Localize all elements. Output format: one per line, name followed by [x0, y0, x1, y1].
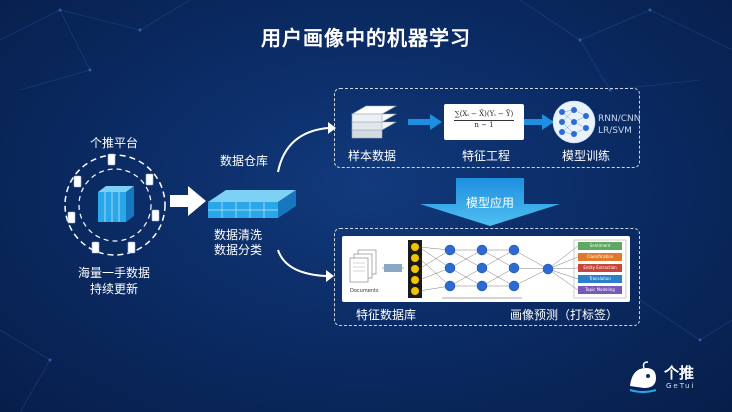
formula-panel: ∑(Xᵢ − X̄)(Yᵢ − Ȳ) n − 1: [444, 104, 524, 140]
prediction-diagram-panel: Documents Sentiment Classification Entit…: [342, 236, 630, 302]
arrow-to-feature-icon: [408, 114, 442, 130]
apply-label: 模型应用: [466, 196, 515, 210]
prediction-network-icon: [349, 239, 627, 299]
getui-logo-icon: [629, 361, 657, 393]
neural-net-icon: [552, 100, 596, 144]
platform-caption-line2: 持续更新: [90, 282, 139, 296]
arrow-to-model-icon: [524, 114, 554, 130]
logo-text: 个推: [664, 364, 695, 382]
algo-line2: LR/SVM: [598, 126, 632, 136]
data-blocks-icon: [208, 190, 296, 218]
formula-bottom: n − 1: [474, 121, 494, 129]
model-label: 模型训练: [562, 149, 611, 163]
output-label-2: Entity Extraction: [583, 265, 617, 270]
output-label-1: Classification: [586, 254, 614, 259]
algo-line1: RNN/CNN: [598, 114, 641, 124]
platform-caption-line1: 海量一手数据: [78, 266, 151, 280]
feature-label: 特征工程: [462, 149, 511, 163]
cleaning-line1: 数据清洗: [214, 228, 263, 242]
output-label-3: Translation: [589, 276, 611, 281]
platform-label: 个推平台: [90, 136, 139, 150]
output-label-4: Topic Modeling: [585, 287, 615, 292]
documents-label: Documents: [350, 288, 379, 294]
training-box: [334, 88, 640, 168]
logo-sub: GeTui: [666, 382, 696, 390]
output-label-0: Sentiment: [589, 243, 611, 248]
warehouse-label: 数据仓库: [220, 154, 269, 168]
formula-top: ∑(Xᵢ − X̄)(Yᵢ − Ȳ): [454, 110, 514, 118]
predict-label: 画像预测（打标签）: [510, 308, 619, 322]
curve-arrow-down-icon: [277, 249, 334, 282]
feature-db-label: 特征数据库: [356, 308, 417, 322]
prediction-box: [334, 228, 640, 326]
sample-label: 样本数据: [348, 149, 397, 163]
platform-orbit-icon: [64, 153, 166, 256]
flow-arrow-icon: [170, 186, 206, 216]
curve-arrow-up-icon: [277, 122, 336, 173]
page-title: 用户画像中的机器学习: [261, 26, 471, 50]
cleaning-line2: 数据分类: [214, 243, 263, 257]
model-apply-arrow-icon: [420, 178, 560, 226]
sample-stack-icon: [350, 105, 398, 139]
